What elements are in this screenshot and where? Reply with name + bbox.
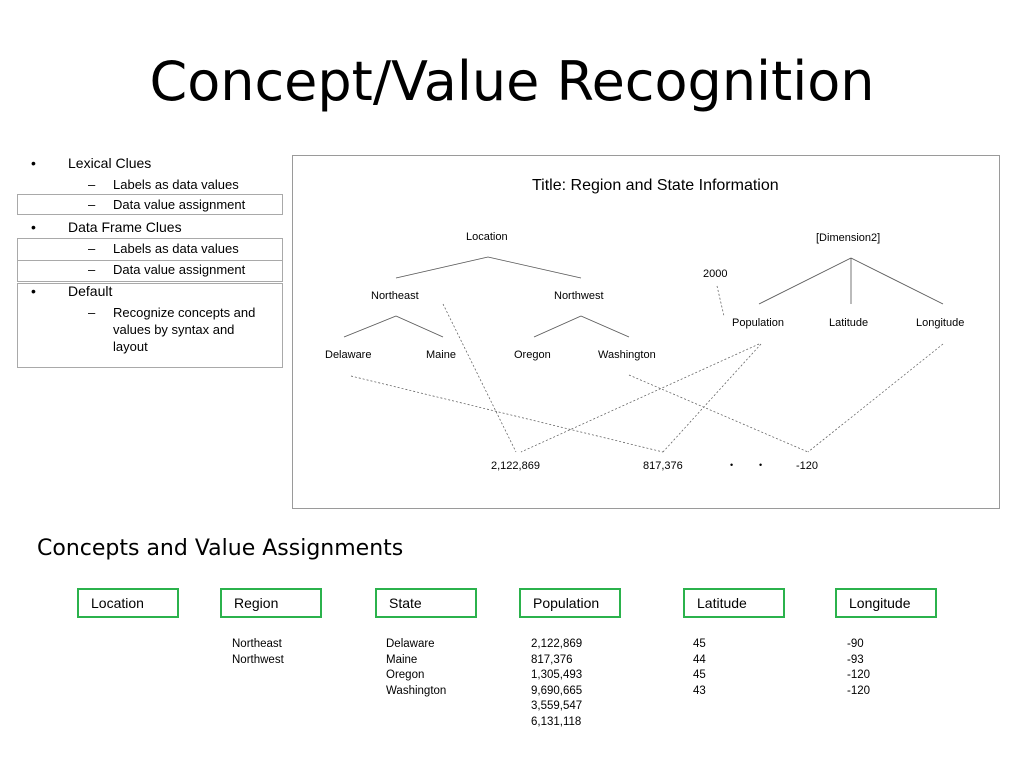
latitude-values: 45 44 45 43 (693, 637, 706, 699)
bullet-icon: • (31, 155, 36, 171)
concept-box-latitude: Latitude (683, 588, 785, 618)
concept-box-location: Location (77, 588, 179, 618)
section-heading: Concepts and Value Assignments (37, 536, 404, 561)
latitude-value: 44 (693, 653, 706, 666)
bullet-data-frame-clues: Data Frame Clues (68, 219, 182, 235)
diagram-lines (343, 256, 944, 453)
highlight-box (17, 260, 283, 282)
tree-edge (850, 257, 944, 305)
node-delaware: Delaware (325, 349, 372, 361)
population-values: 2,122,869 817,376 1,305,493 9,690,665 3,… (531, 637, 582, 730)
population-value: 817,376 (531, 653, 573, 666)
region-values: Northeast Northwest (232, 637, 284, 668)
node-longitude: Longitude (916, 317, 965, 329)
value-longitude: -120 (796, 460, 819, 472)
slide-title: Concept/Value Recognition (149, 50, 875, 113)
node-dimension2: [Dimension2] (816, 232, 881, 244)
concept-box-population: Population (519, 588, 621, 618)
sub-item-recognize-line1: Recognize concepts and (113, 305, 256, 320)
node-northwest: Northwest (554, 290, 604, 302)
node-oregon: Oregon (514, 349, 551, 361)
highlight-box (17, 283, 283, 368)
population-value: 1,305,493 (531, 669, 583, 681)
dotted-link (628, 374, 809, 453)
tree-edge (395, 256, 489, 279)
longitude-value: -93 (847, 653, 864, 666)
bullet-icon: • (31, 219, 36, 235)
state-value: Oregon (386, 669, 425, 681)
longitude-values: -90 -93 -120 -120 (847, 637, 870, 699)
bullet-default: Default (68, 283, 113, 299)
tree-edge (533, 315, 582, 338)
longitude-value: -120 (847, 669, 871, 681)
longitude-value: -120 (847, 684, 871, 697)
longitude-value: -90 (847, 638, 864, 650)
dash-icon: – (88, 177, 96, 192)
node-washington: Washington (598, 349, 656, 361)
node-location: Location (466, 231, 508, 243)
node-maine: Maine (426, 349, 456, 361)
diagram-frame: Title: Region and State Information Loca… (292, 155, 1000, 509)
dash-icon: – (88, 241, 96, 256)
concept-box-longitude: Longitude (835, 588, 937, 618)
sub-item-recognize-line2: values by syntax and (113, 322, 235, 337)
dash-icon: – (88, 197, 96, 212)
highlight-box (17, 194, 283, 215)
dotted-link (350, 375, 664, 453)
state-value: Delaware (386, 638, 435, 650)
dotted-link (662, 343, 762, 453)
region-value: Northeast (232, 638, 282, 650)
tree-edge (395, 315, 444, 338)
dotted-link (716, 285, 725, 317)
tree-edge (487, 256, 582, 279)
dash-icon: – (88, 262, 96, 277)
population-value: 6,131,118 (531, 715, 582, 728)
tree-edge (343, 315, 397, 338)
sub-item-data-value-assignment: Data value assignment (113, 262, 246, 277)
node-year-2000: 2000 (703, 268, 728, 280)
dotted-link (520, 343, 760, 453)
node-population: Population (732, 317, 784, 329)
bullet-lexical-clues: Lexical Clues (68, 155, 152, 171)
population-value: 2,122,869 (531, 638, 583, 650)
value-population-2: 817,376 (643, 460, 683, 472)
latitude-value: 43 (693, 684, 706, 697)
bullet-icon: • (31, 283, 36, 299)
dotted-link (807, 343, 944, 453)
population-value: 9,690,665 (531, 684, 583, 697)
sub-item-labels-as-data-values: Labels as data values (113, 241, 239, 256)
state-value: Washington (386, 684, 447, 697)
state-values: Delaware Maine Oregon Washington (386, 637, 446, 699)
sub-item-labels-as-data-values: Labels as data values (113, 177, 239, 192)
value-population-1: 2,122,869 (491, 460, 540, 472)
concept-box-region: Region (220, 588, 322, 618)
latitude-value: 45 (693, 669, 706, 681)
ellipsis-dot: • (730, 460, 734, 470)
node-northeast: Northeast (371, 290, 419, 302)
sub-item-recognize-line3: layout (113, 339, 148, 354)
dash-icon: – (88, 305, 96, 320)
state-value: Maine (386, 653, 418, 666)
ellipsis-dot: • (759, 460, 763, 470)
population-value: 3,559,547 (531, 700, 583, 712)
region-value: Northwest (232, 653, 284, 666)
sub-item-data-value-assignment: Data value assignment (113, 197, 246, 212)
tree-edge (580, 315, 630, 338)
latitude-value: 45 (693, 638, 706, 650)
node-latitude: Latitude (829, 317, 869, 329)
dotted-link (442, 303, 517, 453)
diagram-title: Title: Region and State Information (532, 177, 779, 194)
tree-edge (758, 257, 852, 305)
concept-box-state: State (375, 588, 477, 618)
